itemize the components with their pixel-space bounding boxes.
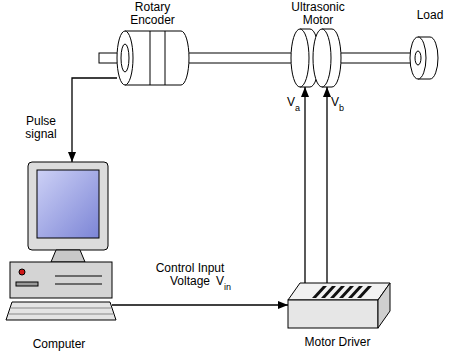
signal-name: V (287, 96, 295, 109)
encoder-drawing-part (121, 44, 129, 72)
encoder-drawing-part (117, 31, 133, 85)
label-holder: in (224, 281, 231, 294)
arrow-line (72, 78, 117, 162)
computer-drawing-part (19, 269, 25, 275)
signal-label: Pulse signal (14, 115, 68, 141)
vent-stripe (357, 286, 372, 298)
signal-subscript: in (224, 281, 231, 294)
label-holder: V (216, 275, 224, 288)
vent-stripes (312, 286, 372, 298)
computer-drawing-part (37, 170, 99, 238)
computer-drawing-part (10, 262, 112, 298)
label-holder: V (287, 96, 295, 109)
signal-arrow (72, 78, 117, 162)
computer-drawing-part (9, 314, 113, 315)
load-drawing-part (415, 51, 421, 65)
encoder-node: Rotary Encoder (110, 0, 195, 88)
signal-subscript: b (339, 102, 344, 115)
computer-drawing-part (11, 308, 111, 309)
load-node: Load (398, 0, 462, 82)
motor-node: Ultrasonic Motor (283, 0, 353, 90)
arrow-line (304, 87, 305, 283)
driver-drawing-part (288, 300, 378, 328)
signal-name: V (216, 275, 224, 288)
computer-drawing (6, 162, 116, 320)
load-drawing-part (410, 37, 426, 79)
computer-drawing-part (6, 302, 116, 320)
node-label: Motor Driver (280, 336, 395, 349)
computer-node: Computer (3, 160, 115, 354)
shaft-line (189, 53, 291, 64)
computer-drawing-part (28, 162, 108, 250)
node-label: Load (398, 9, 462, 22)
arrow-line (326, 87, 327, 283)
encoder-drawing (117, 31, 189, 85)
motor-drawing-part (291, 29, 309, 87)
label-holder: a (295, 102, 300, 115)
shaft (341, 58, 410, 59)
shaft-line (341, 53, 410, 64)
driver-drawing-part (378, 283, 390, 328)
encoder-drawing-part (165, 31, 166, 85)
label-holder: Pulse signal (14, 115, 68, 141)
motor-drawing (291, 29, 341, 87)
load-drawing (410, 37, 438, 79)
driver-node: Motor Driver (280, 280, 395, 352)
shaft-inner (189, 54, 291, 63)
signal-name: V (331, 96, 339, 109)
label-holder: b (339, 102, 344, 115)
computer-drawing-part (55, 284, 102, 285)
signal-arrow (327, 87, 328, 283)
signal-arrow (112, 305, 288, 306)
label-holder: V (331, 96, 339, 109)
node-label: Ultrasonic Motor (283, 1, 353, 27)
encoder-drawing-part (150, 31, 151, 85)
computer-drawing-part (55, 276, 102, 277)
shaft-inner (341, 54, 410, 63)
shaft (189, 58, 291, 59)
signal-arrow (305, 87, 306, 283)
computer-drawing-part (16, 282, 38, 286)
motor-drawing-part (313, 29, 331, 87)
encoder-drawing-part (125, 31, 189, 85)
signal-subscript: a (295, 102, 300, 115)
arrow-line (112, 304, 288, 305)
node-label: Computer (3, 338, 115, 351)
computer-drawing-part (51, 250, 85, 262)
driver-drawing (288, 283, 390, 328)
node-label: Rotary Encoder (124, 1, 182, 27)
driver-drawing-part (288, 283, 390, 300)
